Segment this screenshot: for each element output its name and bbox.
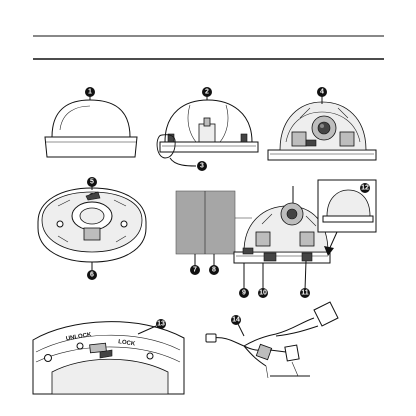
callout-14-label: 14 bbox=[232, 317, 240, 324]
callout-1-label: 1 bbox=[88, 89, 92, 96]
callout-9: 9 bbox=[239, 288, 249, 298]
callout-12: 12 bbox=[360, 183, 370, 193]
callout-6: 6 bbox=[87, 270, 97, 280]
callout-9-label: 9 bbox=[242, 290, 246, 297]
callout-13-label: 13 bbox=[157, 321, 165, 328]
callout-5: 5 bbox=[87, 177, 97, 187]
callout-11-label: 11 bbox=[301, 290, 309, 297]
cable-harness-illustration bbox=[206, 302, 338, 378]
callout-2-label: 2 bbox=[205, 89, 209, 96]
callout-10: 10 bbox=[258, 288, 268, 298]
housing-interior-illustration bbox=[160, 96, 258, 152]
ring-lock-illustration: UNLOCK LOCK bbox=[33, 322, 184, 394]
callout-10-label: 10 bbox=[259, 290, 267, 297]
camera-assembly-illustration bbox=[176, 186, 330, 290]
callout-3: 3 bbox=[197, 161, 207, 171]
camera-module-illustration bbox=[268, 96, 376, 160]
callout-2: 2 bbox=[202, 87, 212, 97]
callout-12-label: 12 bbox=[361, 185, 369, 192]
callout-1: 1 bbox=[85, 87, 95, 97]
callout-14: 14 bbox=[231, 315, 241, 325]
callout-8: 8 bbox=[209, 265, 219, 275]
callout-8-label: 8 bbox=[212, 267, 216, 274]
callout-3-label: 3 bbox=[200, 163, 204, 170]
callout-11: 11 bbox=[300, 288, 310, 298]
callout-5-label: 5 bbox=[90, 179, 94, 186]
dome-cover-illustration bbox=[45, 96, 137, 157]
callout-4: 4 bbox=[317, 87, 327, 97]
callout-7: 7 bbox=[190, 265, 200, 275]
mounting-base-illustration bbox=[38, 186, 146, 270]
callout-7-label: 7 bbox=[193, 267, 197, 274]
callout-4-label: 4 bbox=[320, 89, 324, 96]
callout-6-label: 6 bbox=[90, 272, 94, 279]
callout-13: 13 bbox=[156, 319, 166, 329]
